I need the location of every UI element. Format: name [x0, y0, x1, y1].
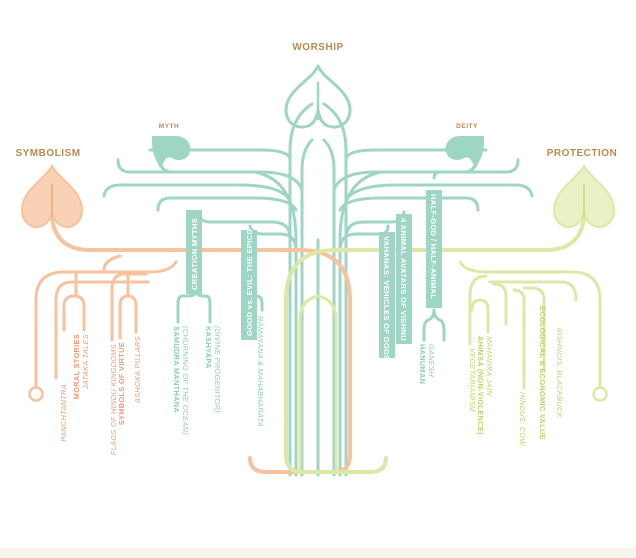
- half-god-label: HALF-GOD / HALF-ANIMAL: [429, 194, 438, 299]
- deity-heading: DEITY: [456, 123, 478, 130]
- ganesh-leaf-line: [432, 308, 446, 342]
- symbols-of-virtue-label: SYMBOLS OF VIRTUE: [117, 342, 126, 425]
- ahimsa-label: AHIMSA (NON-VIOLENCE): [476, 336, 485, 435]
- samudra-sub-label: (CHURNING OF THE OCEAN): [181, 326, 190, 435]
- protection-inner-arch: [298, 294, 338, 472]
- vegetarianism-label: VEGETARIANISM: [468, 348, 477, 413]
- panchtantra-label: PANCHTANTRA: [59, 384, 68, 442]
- symbolism-branch-5: [110, 272, 148, 342]
- myth-heading: MYTH: [159, 123, 179, 130]
- protection-branch-2: [488, 280, 578, 302]
- symbolism-branch-2: [54, 280, 150, 380]
- ecological-label: ECOLOGICAL & ECONOMIC VALUE: [538, 306, 547, 440]
- green-branches: [284, 216, 602, 474]
- deity-leaf-icon: [445, 136, 484, 168]
- teal-branches: [102, 102, 534, 477]
- ashoka-pillars-label: ASHOKA PILLARS: [133, 336, 142, 404]
- flags-label: FLAGS OF HINDU KINGDOMS: [109, 344, 118, 455]
- myth-branch-4: [156, 196, 298, 212]
- protection-branch-4: [512, 288, 526, 390]
- protection-branch-5: [468, 274, 488, 346]
- ahimsa-split: [470, 298, 490, 334]
- deity-branch-1: [344, 148, 488, 162]
- moral-stories-split: [62, 294, 86, 332]
- myth-branch-2: [116, 158, 304, 192]
- jataka-tales-label: JATAKA TALES: [81, 334, 90, 390]
- creation-myths-box: [186, 210, 202, 294]
- myth-branch-1: [148, 148, 292, 162]
- hanuman-leaf-line: [422, 308, 436, 342]
- vahanas-label: VAHANAS: VEHICLES OF GODS: [382, 236, 391, 360]
- epics-box: [241, 230, 257, 340]
- animal-avatars-box: [396, 214, 412, 344]
- protection-main-stem: [284, 216, 586, 474]
- symbolism-branch-4: [102, 254, 122, 272]
- worship-heading: WORSHIP: [292, 42, 343, 53]
- myth-branch-3: [102, 183, 292, 202]
- vahanas-box: [379, 232, 395, 358]
- worship-stem-mid-left: [300, 138, 314, 477]
- myth-leaf-icon: [152, 136, 191, 168]
- protection-branch-6: [492, 282, 508, 326]
- myth-stem: [158, 148, 298, 242]
- ramayana-label: RAMAYANA & MAHABHARATA: [256, 316, 265, 427]
- symbolism-branch-outer: [34, 260, 178, 382]
- protection-branch-outer: [458, 260, 602, 382]
- kashyapa-leaf-line: [194, 288, 212, 324]
- symbolism-root-node: [28, 386, 44, 402]
- hindus-cow-label: HINDUS: COW: [518, 392, 527, 447]
- mahavira-label: MAHAVIRA JAIN: [485, 336, 494, 396]
- epics-label: GOOD vs. EVIL: THE EPICS: [245, 229, 254, 336]
- half-god-box: [426, 190, 442, 308]
- symbolism-heading: SYMBOLISM: [15, 148, 80, 159]
- ganesh-label: GANESH: [427, 344, 436, 377]
- virtue-split: [118, 294, 138, 340]
- hanuman-label: HANUMAN: [418, 344, 427, 384]
- bishnois-label: BISHNOIS: BLACKBUCK: [555, 328, 564, 419]
- deity-branch-3: [344, 183, 534, 202]
- deity-branch-4: [338, 196, 480, 212]
- bottom-band: [0, 548, 636, 558]
- protection-root-node: [592, 386, 608, 402]
- creation-myths-label: CREATION MYTHS: [190, 218, 199, 290]
- kashyapa-label: KASHYAPA: [204, 326, 213, 369]
- samudra-leaf-line: [176, 288, 198, 324]
- worship-stem-mid-right: [322, 138, 336, 477]
- moral-stories-label: MORAL STORIES: [72, 334, 81, 399]
- protection-branch-3: [522, 286, 546, 372]
- orange-branches: [34, 216, 352, 474]
- samudra-label: SAMUDRA MANTHANA: [172, 326, 181, 413]
- avatars-connector: [338, 224, 390, 252]
- kashyapa-sub-label: (DIVINE PROGENITOR): [213, 326, 222, 413]
- symbolism-main-stem: [50, 216, 352, 474]
- halfgod-connector: [432, 170, 442, 180]
- protection-heading: PROTECTION: [547, 148, 618, 159]
- animal-avatars-label: 4 ANIMAL AVATARS OF VISHNU: [399, 218, 408, 341]
